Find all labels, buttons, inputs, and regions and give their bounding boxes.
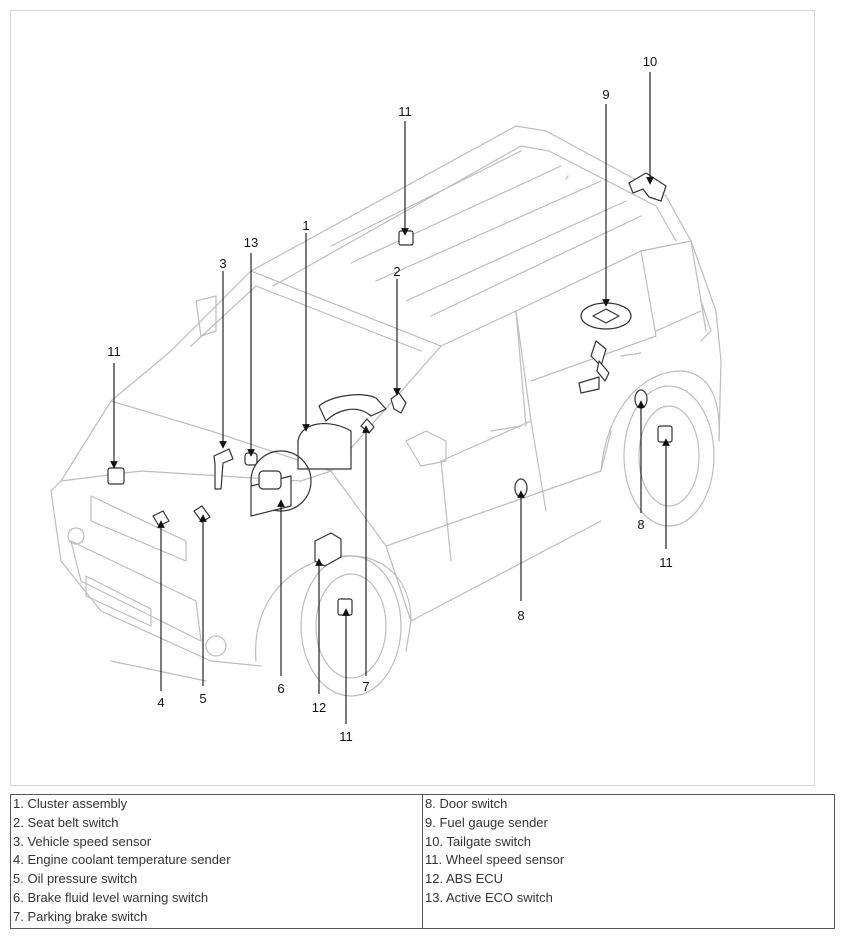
callout-11-front-left: 11 [107, 344, 121, 359]
callout-8-rear: 8 [637, 517, 644, 532]
callout-7: 7 [362, 679, 369, 694]
parking-brake-switch-part [360, 418, 375, 434]
legend-item: 8. Door switch [425, 796, 508, 811]
callout-2: 2 [393, 264, 400, 279]
callout-4: 4 [157, 695, 164, 710]
callout-11-rear: 11 [659, 555, 673, 570]
legend-item: 3. Vehicle speed sensor [13, 833, 152, 849]
legend-item: 1. Cluster assembly [13, 796, 128, 811]
callout-8-front: 8 [517, 608, 524, 623]
wheel-speed-sensor-rear-part [657, 425, 673, 443]
callout-3: 3 [219, 256, 226, 271]
legend-item: 12. ABS ECU [425, 871, 504, 887]
callout-10: 10 [643, 54, 657, 69]
callout-1: 1 [302, 218, 309, 233]
callout-labels: 1 2 3 4 5 6 7 8 8 9 10 11 11 11 11 12 13 [107, 54, 673, 744]
components [107, 172, 673, 616]
callout-9: 9 [602, 87, 609, 102]
callout-11-roof: 11 [398, 104, 412, 119]
legend-item: 5. Oil pressure switch [13, 871, 138, 887]
legend-item: 13. Active ECO switch [425, 889, 553, 905]
callout-13: 13 [244, 235, 258, 250]
wheel-speed-sensor-front-right-part [337, 598, 353, 616]
vehicle-speed-sensor-part [213, 448, 234, 490]
callout-5: 5 [199, 691, 206, 706]
vehicle-outline [50, 125, 722, 697]
callout-11-front-right: 11 [339, 729, 353, 744]
abs-ecu-part [314, 532, 342, 567]
legend-item: 2. Seat belt switch [13, 814, 119, 830]
legend-item: 9. Fuel gauge sender [425, 814, 548, 830]
dashboard-trim-part [318, 394, 387, 422]
legend-item: 7. Parking brake switch [13, 908, 148, 924]
legend-table: 1. Cluster assembly 2. Seat belt switch … [10, 794, 835, 929]
seat-belt-switch-part [390, 392, 407, 414]
wheel-speed-sensor-roof-part [398, 230, 414, 246]
callout-6: 6 [277, 681, 284, 696]
legend-item: 10. Tailgate switch [425, 833, 531, 849]
component-location-diagram: 1 2 3 4 5 6 7 8 8 9 10 11 11 11 11 12 13 [10, 10, 815, 786]
legend-item: 4. Engine coolant temperature sender [13, 852, 231, 868]
cluster-assembly-part [297, 423, 352, 470]
legend-column-right: 8. Door switch 9. Fuel gauge sender 10. … [423, 795, 834, 928]
wheel-speed-sensor-front-left-part [107, 467, 125, 485]
coolant-temp-sender-part [152, 510, 170, 527]
oil-pressure-switch-part [193, 505, 211, 523]
legend-column-left: 1. Cluster assembly 2. Seat belt switch … [11, 795, 423, 928]
tailgate-switch-part [628, 172, 667, 202]
legend-item: 11. Wheel speed sensor [425, 852, 565, 868]
callout-12: 12 [312, 700, 326, 715]
leader-lines [110, 72, 670, 724]
legend-item: 6. Brake fluid level warning switch [13, 889, 209, 905]
